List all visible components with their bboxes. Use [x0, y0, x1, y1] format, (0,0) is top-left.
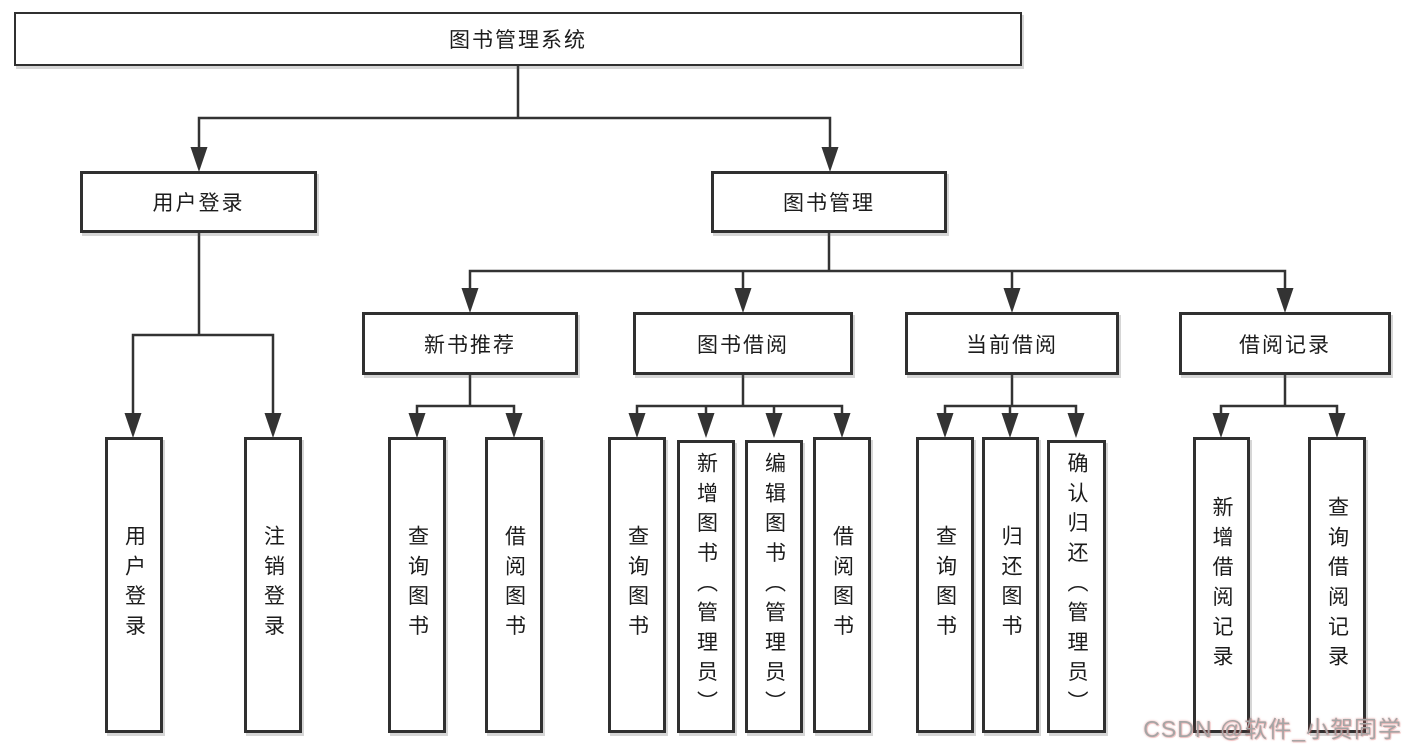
leaf-borrow-books-label: 借阅图书	[830, 525, 854, 645]
node-book-management: 图书管理	[711, 171, 947, 233]
leaf-confirm-return-admin: 确认归还（管理员）	[1047, 440, 1106, 733]
leaf-logout-label: 注销登录	[261, 525, 285, 645]
leaf-rec-query-books: 查询图书	[388, 437, 446, 733]
leaf-rec-borrow-books-label: 借阅图书	[502, 525, 526, 645]
node-root: 图书管理系统	[14, 12, 1022, 66]
leaf-borrow-query-books: 查询图书	[608, 437, 666, 733]
arrow-down-icon	[628, 413, 646, 438]
watermark: CSDN @软件_小贺同学	[1143, 716, 1402, 742]
arrow-down-icon	[1067, 413, 1085, 438]
arrow-down-icon	[408, 413, 426, 438]
node-book-borrowing-label: 图书借阅	[697, 333, 789, 357]
arrow-down-icon	[734, 288, 752, 313]
arrow-down-icon	[765, 413, 783, 438]
node-current-borrowing-label: 当前借阅	[966, 333, 1058, 357]
arrow-down-icon	[505, 413, 523, 438]
leaf-current-query-books: 查询图书	[916, 437, 974, 733]
leaf-confirm-return-admin-label: 确认归还（管理员）	[1065, 452, 1088, 721]
node-user-login: 用户登录	[80, 171, 317, 233]
leaf-rec-borrow-books: 借阅图书	[485, 437, 543, 733]
arrow-down-icon	[461, 288, 479, 313]
leaf-query-borrow-record: 查询借阅记录	[1308, 437, 1366, 733]
node-borrowing-records-label: 借阅记录	[1239, 333, 1331, 357]
leaf-logout: 注销登录	[244, 437, 302, 733]
leaf-edit-books-admin: 编辑图书（管理员）	[745, 440, 803, 733]
arrow-down-icon	[124, 413, 142, 438]
leaf-query-borrow-record-label: 查询借阅记录	[1325, 495, 1349, 675]
leaf-add-books-admin-label: 新增图书（管理员）	[694, 452, 718, 721]
arrow-down-icon	[697, 413, 715, 438]
arrow-down-icon	[190, 147, 208, 172]
arrow-down-icon	[1328, 413, 1346, 438]
leaf-return-books-label: 归还图书	[999, 525, 1022, 645]
leaf-user-login-label: 用户登录	[122, 525, 146, 645]
arrow-down-icon	[833, 413, 851, 438]
node-borrowing-records: 借阅记录	[1179, 312, 1391, 375]
node-root-label: 图书管理系统	[449, 29, 587, 52]
node-book-management-label: 图书管理	[783, 192, 875, 215]
node-new-book-recommend: 新书推荐	[362, 312, 578, 375]
leaf-user-login: 用户登录	[105, 437, 163, 733]
arrow-down-icon	[264, 413, 282, 438]
connector-lines	[131, 66, 1339, 413]
leaf-rec-query-books-label: 查询图书	[405, 525, 429, 645]
arrowheads	[124, 147, 1346, 438]
node-current-borrowing: 当前借阅	[905, 312, 1119, 375]
arrow-down-icon	[1212, 413, 1230, 438]
leaf-borrow-query-books-label: 查询图书	[625, 525, 649, 645]
arrow-down-icon	[821, 147, 839, 172]
node-book-borrowing: 图书借阅	[633, 312, 853, 375]
node-new-book-recommend-label: 新书推荐	[424, 333, 516, 357]
leaf-borrow-books: 借阅图书	[813, 437, 871, 733]
arrow-down-icon	[1276, 288, 1294, 313]
arrow-down-icon	[936, 413, 954, 438]
leaf-current-query-books-label: 查询图书	[933, 525, 957, 645]
arrow-down-icon	[1003, 288, 1021, 313]
leaf-add-books-admin: 新增图书（管理员）	[677, 440, 735, 733]
arrow-down-icon	[1001, 413, 1019, 438]
leaf-add-borrow-record: 新增借阅记录	[1193, 437, 1250, 733]
node-user-login-label: 用户登录	[152, 192, 245, 215]
leaf-edit-books-admin-label: 编辑图书（管理员）	[762, 452, 786, 721]
leaf-add-borrow-record-label: 新增借阅记录	[1210, 495, 1233, 675]
leaf-return-books: 归还图书	[982, 437, 1039, 733]
